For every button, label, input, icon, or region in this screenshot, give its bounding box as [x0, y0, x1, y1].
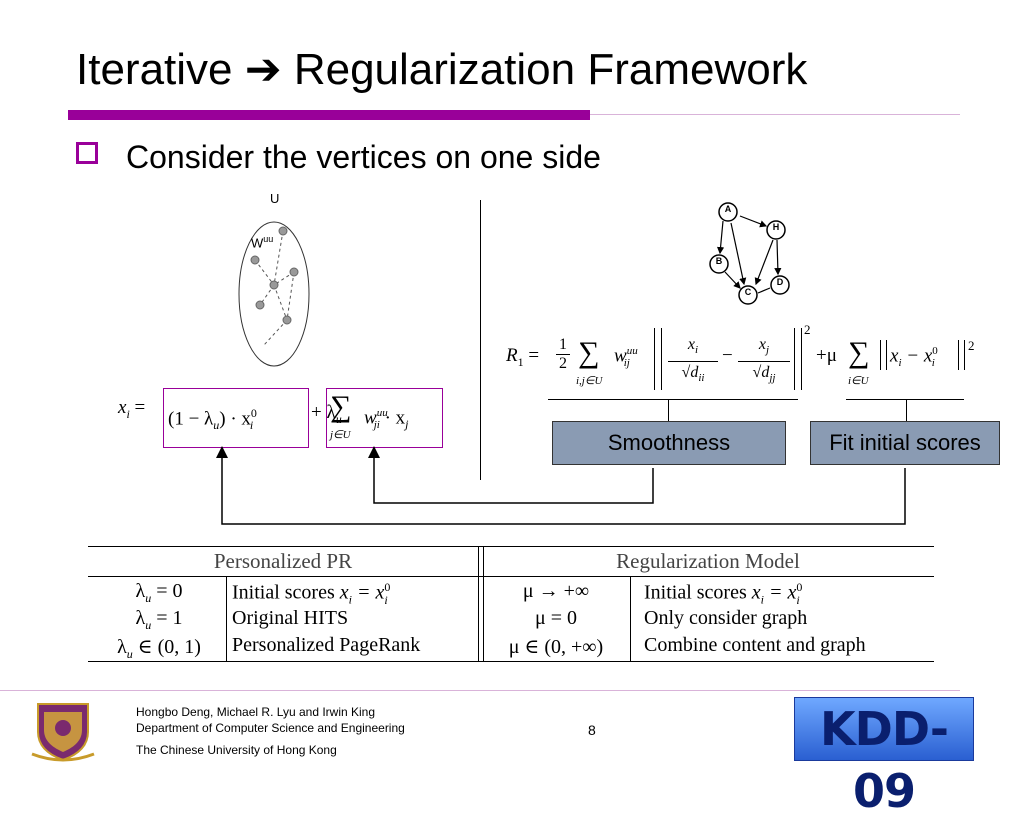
cuhk-crest-icon — [31, 703, 95, 762]
footer-authors: Hongbo Deng, Michael R. Lyu and Irwin Ki… — [136, 705, 376, 719]
r1-sum-index: i,j∈U — [576, 375, 603, 387]
vertex-set-diagram — [238, 221, 310, 367]
smoothness-label-box: Smoothness — [552, 421, 786, 465]
set-ellipse — [238, 221, 310, 367]
r1-norm-left — [654, 328, 662, 390]
table-row-pr: Original HITS — [232, 607, 349, 629]
r1-frac-i: xi √dii — [668, 334, 718, 389]
table-double-divider — [478, 546, 484, 662]
table-header-rule — [88, 576, 934, 577]
kdd-logo-text: KDD-09 — [820, 702, 949, 818]
table-top-rule — [88, 546, 934, 547]
table-divider-right — [630, 577, 631, 661]
graph-node-d — [770, 275, 790, 295]
kdd-logo: KDD-09 — [794, 697, 974, 818]
set-nodes — [250, 226, 299, 325]
r1-weight: wuuij — [614, 345, 638, 370]
r1-minus: − — [722, 345, 733, 366]
sum-symbol: ∑ — [330, 390, 352, 423]
slide-title: Iterative ➔ Regularization Framework — [76, 45, 808, 94]
graph-node-d-label: D — [776, 277, 784, 287]
iterative-box-propagation — [326, 388, 443, 448]
r1-sum-symbol: ∑ — [578, 336, 600, 369]
iterative-initial-term: (1 − λu) · x0i — [168, 406, 257, 433]
table-divider-left — [226, 577, 227, 661]
fit-initial-label-box: Fit initial scores — [810, 421, 1000, 465]
title-underline-thin — [590, 114, 960, 115]
graph-node-c — [738, 285, 758, 305]
smoothness-bracket — [548, 399, 798, 400]
bullet-square-icon — [76, 142, 98, 164]
graph-node-a — [718, 202, 738, 222]
table-row-lambda: λu = 1 — [135, 607, 183, 632]
table-row-mu: μ ∈ (0, +∞) — [508, 636, 604, 658]
weight-label: Wuu — [251, 234, 274, 251]
r1-norm-right — [794, 328, 802, 390]
table-row-mu: μ → +∞ — [522, 580, 590, 602]
graph-node-h — [766, 220, 786, 240]
footer-department: Department of Computer Science and Engin… — [136, 721, 405, 735]
graph-node-b-label: B — [715, 256, 723, 266]
fit-bracket — [846, 399, 964, 400]
iterative-propagation-term: wuuji · xj — [364, 407, 409, 432]
r1-fit-term: xi − x0i — [890, 345, 938, 370]
table-header-pr: Personalized PR — [213, 549, 353, 573]
page-number: 8 — [588, 722, 596, 738]
table-header-reg: Regularization Model — [616, 549, 800, 573]
table-bottom-rule — [88, 661, 934, 662]
r1-fit-square: 2 — [968, 338, 975, 353]
set-label: U — [270, 191, 280, 206]
bullet-text: Consider the vertices on one side — [126, 139, 601, 175]
table-row-reg: Only consider graph — [644, 607, 808, 629]
footer-university: The Chinese University of Hong Kong — [136, 743, 337, 757]
table-row-reg: Initial scores xi = x0i — [644, 580, 803, 607]
table-row-lambda: λu = 0 — [135, 580, 183, 605]
iterative-sum-index: j∈U — [330, 429, 351, 441]
vertical-divider — [480, 200, 481, 480]
r1-plus-mu: +μ — [816, 345, 837, 366]
r1-fit-norm-left — [880, 340, 887, 370]
r1-square: 2 — [804, 322, 811, 337]
r1-lhs: R1 = — [506, 345, 540, 369]
graph-node-c-label: C — [744, 287, 752, 297]
table-row-pr: Personalized PageRank — [232, 634, 421, 656]
title-underline-thick — [68, 110, 590, 120]
table-row-lambda: λu ∈ (0, 1) — [117, 636, 201, 661]
table-row-pr: Initial scores xi = x0i — [232, 580, 391, 607]
table-row-reg: Combine content and graph — [644, 634, 866, 656]
r1-half: 1 2 — [556, 336, 570, 373]
graph-node-b — [709, 254, 729, 274]
footer-rule — [0, 690, 960, 691]
r1-fit-norm-right — [958, 340, 965, 370]
r1-sum2-symbol: ∑ — [848, 336, 870, 369]
graph-node-a-label: A — [724, 204, 732, 214]
graph-node-h-label: H — [772, 222, 780, 232]
smoothness-bracket-stem — [668, 399, 669, 421]
fit-bracket-stem — [906, 399, 907, 421]
connector-arrows — [216, 446, 906, 525]
r1-frac-j: xj √djj — [738, 334, 790, 389]
table-row-mu: μ = 0 — [534, 607, 577, 629]
iterative-box-initial — [163, 388, 309, 448]
directed-graph-diagram — [709, 202, 790, 305]
iterative-equation-lhs: xi = — [118, 397, 146, 421]
r1-sum2-index: i∈U — [848, 375, 869, 387]
iterative-plus-lambda: + λu — [311, 402, 342, 426]
